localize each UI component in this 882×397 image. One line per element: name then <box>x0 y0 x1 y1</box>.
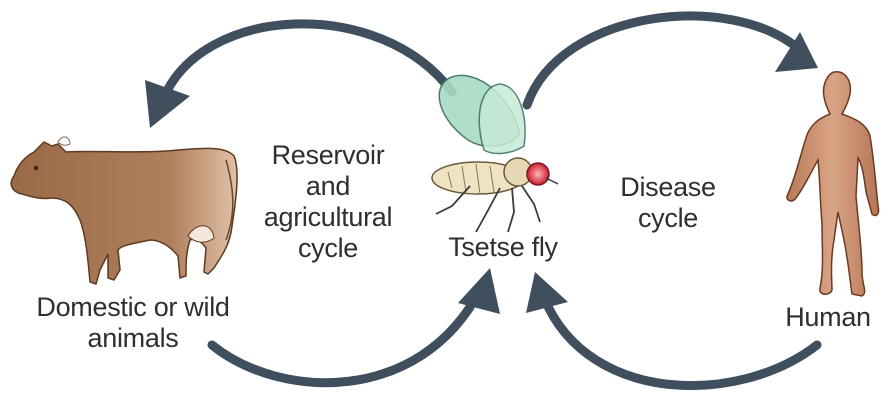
human-figure-icon <box>787 72 879 296</box>
tsetse-fly-label: Tsetse fly <box>428 232 578 263</box>
arrow-fly-to-animal <box>163 24 452 100</box>
tsetse-fly-icon <box>432 75 558 232</box>
arrow-fly-to-human <box>527 16 800 105</box>
arrowhead-fly-left <box>458 268 500 314</box>
arrowhead-fly-right <box>526 272 568 313</box>
human-label: Human <box>776 302 880 333</box>
disease-cycle-label: Disease cycle <box>608 172 728 234</box>
cow-icon <box>11 137 237 284</box>
animals-label: Domestic or wild animals <box>2 292 264 354</box>
reservoir-cycle-label: Reservoir and agricultural cycle <box>248 140 408 264</box>
